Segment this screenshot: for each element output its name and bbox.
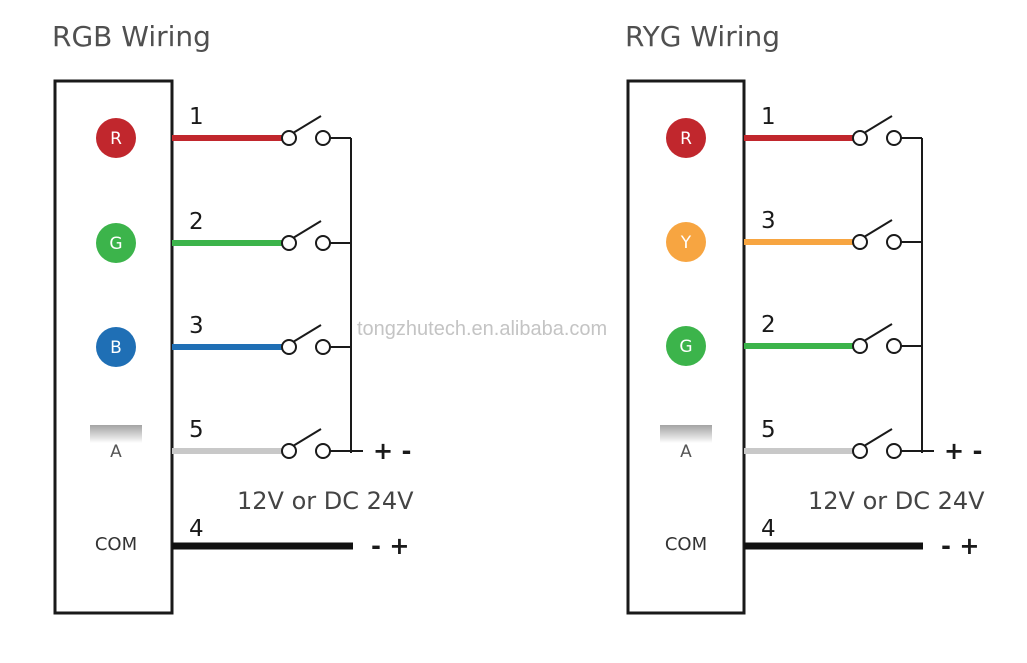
- wire-number-com: 4: [761, 516, 776, 542]
- ryg-wiring-title: RYG Wiring: [625, 20, 781, 53]
- switch-contact: [886, 443, 902, 459]
- switch-contact: [281, 443, 297, 459]
- switch-contact: [281, 130, 297, 146]
- switch-lever: [292, 115, 322, 134]
- wire-number: 1: [189, 104, 204, 130]
- switch-lever: [863, 323, 893, 342]
- switch-lever: [292, 428, 322, 447]
- supply-polarity-top: + -: [944, 437, 982, 465]
- terminal-com-label: COM: [95, 534, 137, 555]
- switch-contact: [886, 338, 902, 354]
- switch-lever: [292, 220, 322, 239]
- rgb-wiring-title: RGB Wiring: [52, 20, 211, 53]
- terminal-r-dot: [666, 118, 706, 158]
- terminal-label: R: [110, 129, 122, 149]
- switch-lever: [863, 219, 893, 238]
- wire-number: 5: [189, 417, 204, 443]
- terminal-y-dot: [666, 222, 706, 262]
- terminal-com-label: COM: [665, 534, 707, 555]
- wire-number: 1: [761, 104, 776, 130]
- terminal-g-dot: [96, 223, 136, 263]
- switch-contact: [281, 339, 297, 355]
- wire-number: 2: [761, 312, 776, 338]
- voltage-label: 12V or DC 24V: [237, 487, 414, 515]
- terminal-g-dot: [666, 326, 706, 366]
- switch-contact: [852, 443, 868, 459]
- voltage-label: 12V or DC 24V: [808, 487, 985, 515]
- supply-polarity-bottom: - +: [941, 532, 979, 560]
- switch-contact: [852, 234, 868, 250]
- switch-contact: [852, 130, 868, 146]
- wire-number-com: 4: [189, 516, 204, 542]
- switch-lever: [863, 428, 893, 447]
- terminal-label: G: [109, 234, 122, 254]
- terminal-a-shade: [660, 425, 712, 465]
- watermark-text: tongzhutech.en.alibaba.com: [357, 318, 608, 340]
- switch-contact: [886, 130, 902, 146]
- switch-lever: [863, 115, 893, 134]
- switch-contact: [886, 234, 902, 250]
- terminal-r-dot: [96, 118, 136, 158]
- terminal-label: B: [110, 338, 122, 358]
- wire-number: 5: [761, 417, 776, 443]
- terminal-label: Y: [680, 233, 692, 253]
- switch-lever: [292, 324, 322, 343]
- wire-number: 3: [761, 208, 776, 234]
- switch-contact: [281, 235, 297, 251]
- terminal-label: R: [680, 129, 692, 149]
- terminal-a-shade: [90, 425, 142, 465]
- terminal-box: [53, 79, 174, 615]
- wire-number: 3: [189, 313, 204, 339]
- supply-polarity-bottom: - +: [371, 532, 409, 560]
- terminal-label: A: [680, 442, 692, 462]
- supply-polarity-top: + -: [373, 437, 411, 465]
- wire-number: 2: [189, 209, 204, 235]
- terminal-b-dot: [96, 327, 136, 367]
- terminal-label: A: [110, 442, 122, 462]
- terminal-label: G: [679, 337, 692, 357]
- switch-contact: [852, 338, 868, 354]
